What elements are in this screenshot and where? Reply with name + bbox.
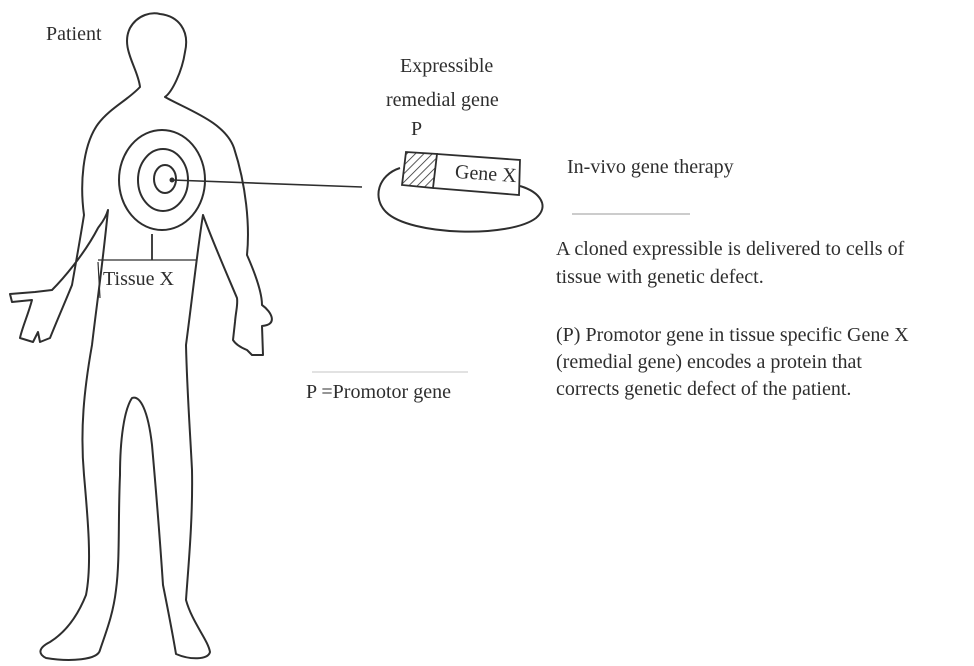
description-2-line2: (remedial gene) encodes a protein that bbox=[556, 350, 862, 374]
expressible-gene-label-line1: Expressible bbox=[400, 54, 493, 78]
description-2-line1: (P) Promotor gene in tissue specific Gen… bbox=[556, 323, 909, 347]
promoter-marker-label: P bbox=[411, 117, 422, 141]
gene-x-label: Gene X bbox=[454, 160, 517, 188]
patient-body-outline bbox=[10, 13, 272, 660]
therapy-title: In-vivo gene therapy bbox=[567, 155, 734, 179]
patient-label: Patient bbox=[46, 22, 102, 46]
tissue-x-label: Tissue X bbox=[103, 267, 174, 291]
description-1-line1: A cloned expressible is delivered to cel… bbox=[556, 237, 904, 261]
description-2-line3: corrects genetic defect of the patient. bbox=[556, 377, 851, 401]
target-to-vector-line bbox=[172, 180, 362, 187]
promoter-region bbox=[402, 152, 437, 188]
expressible-gene-label-line2: remedial gene bbox=[386, 88, 499, 112]
promoter-legend: P =Promotor gene bbox=[306, 380, 451, 404]
description-1-line2: tissue with genetic defect. bbox=[556, 265, 764, 289]
